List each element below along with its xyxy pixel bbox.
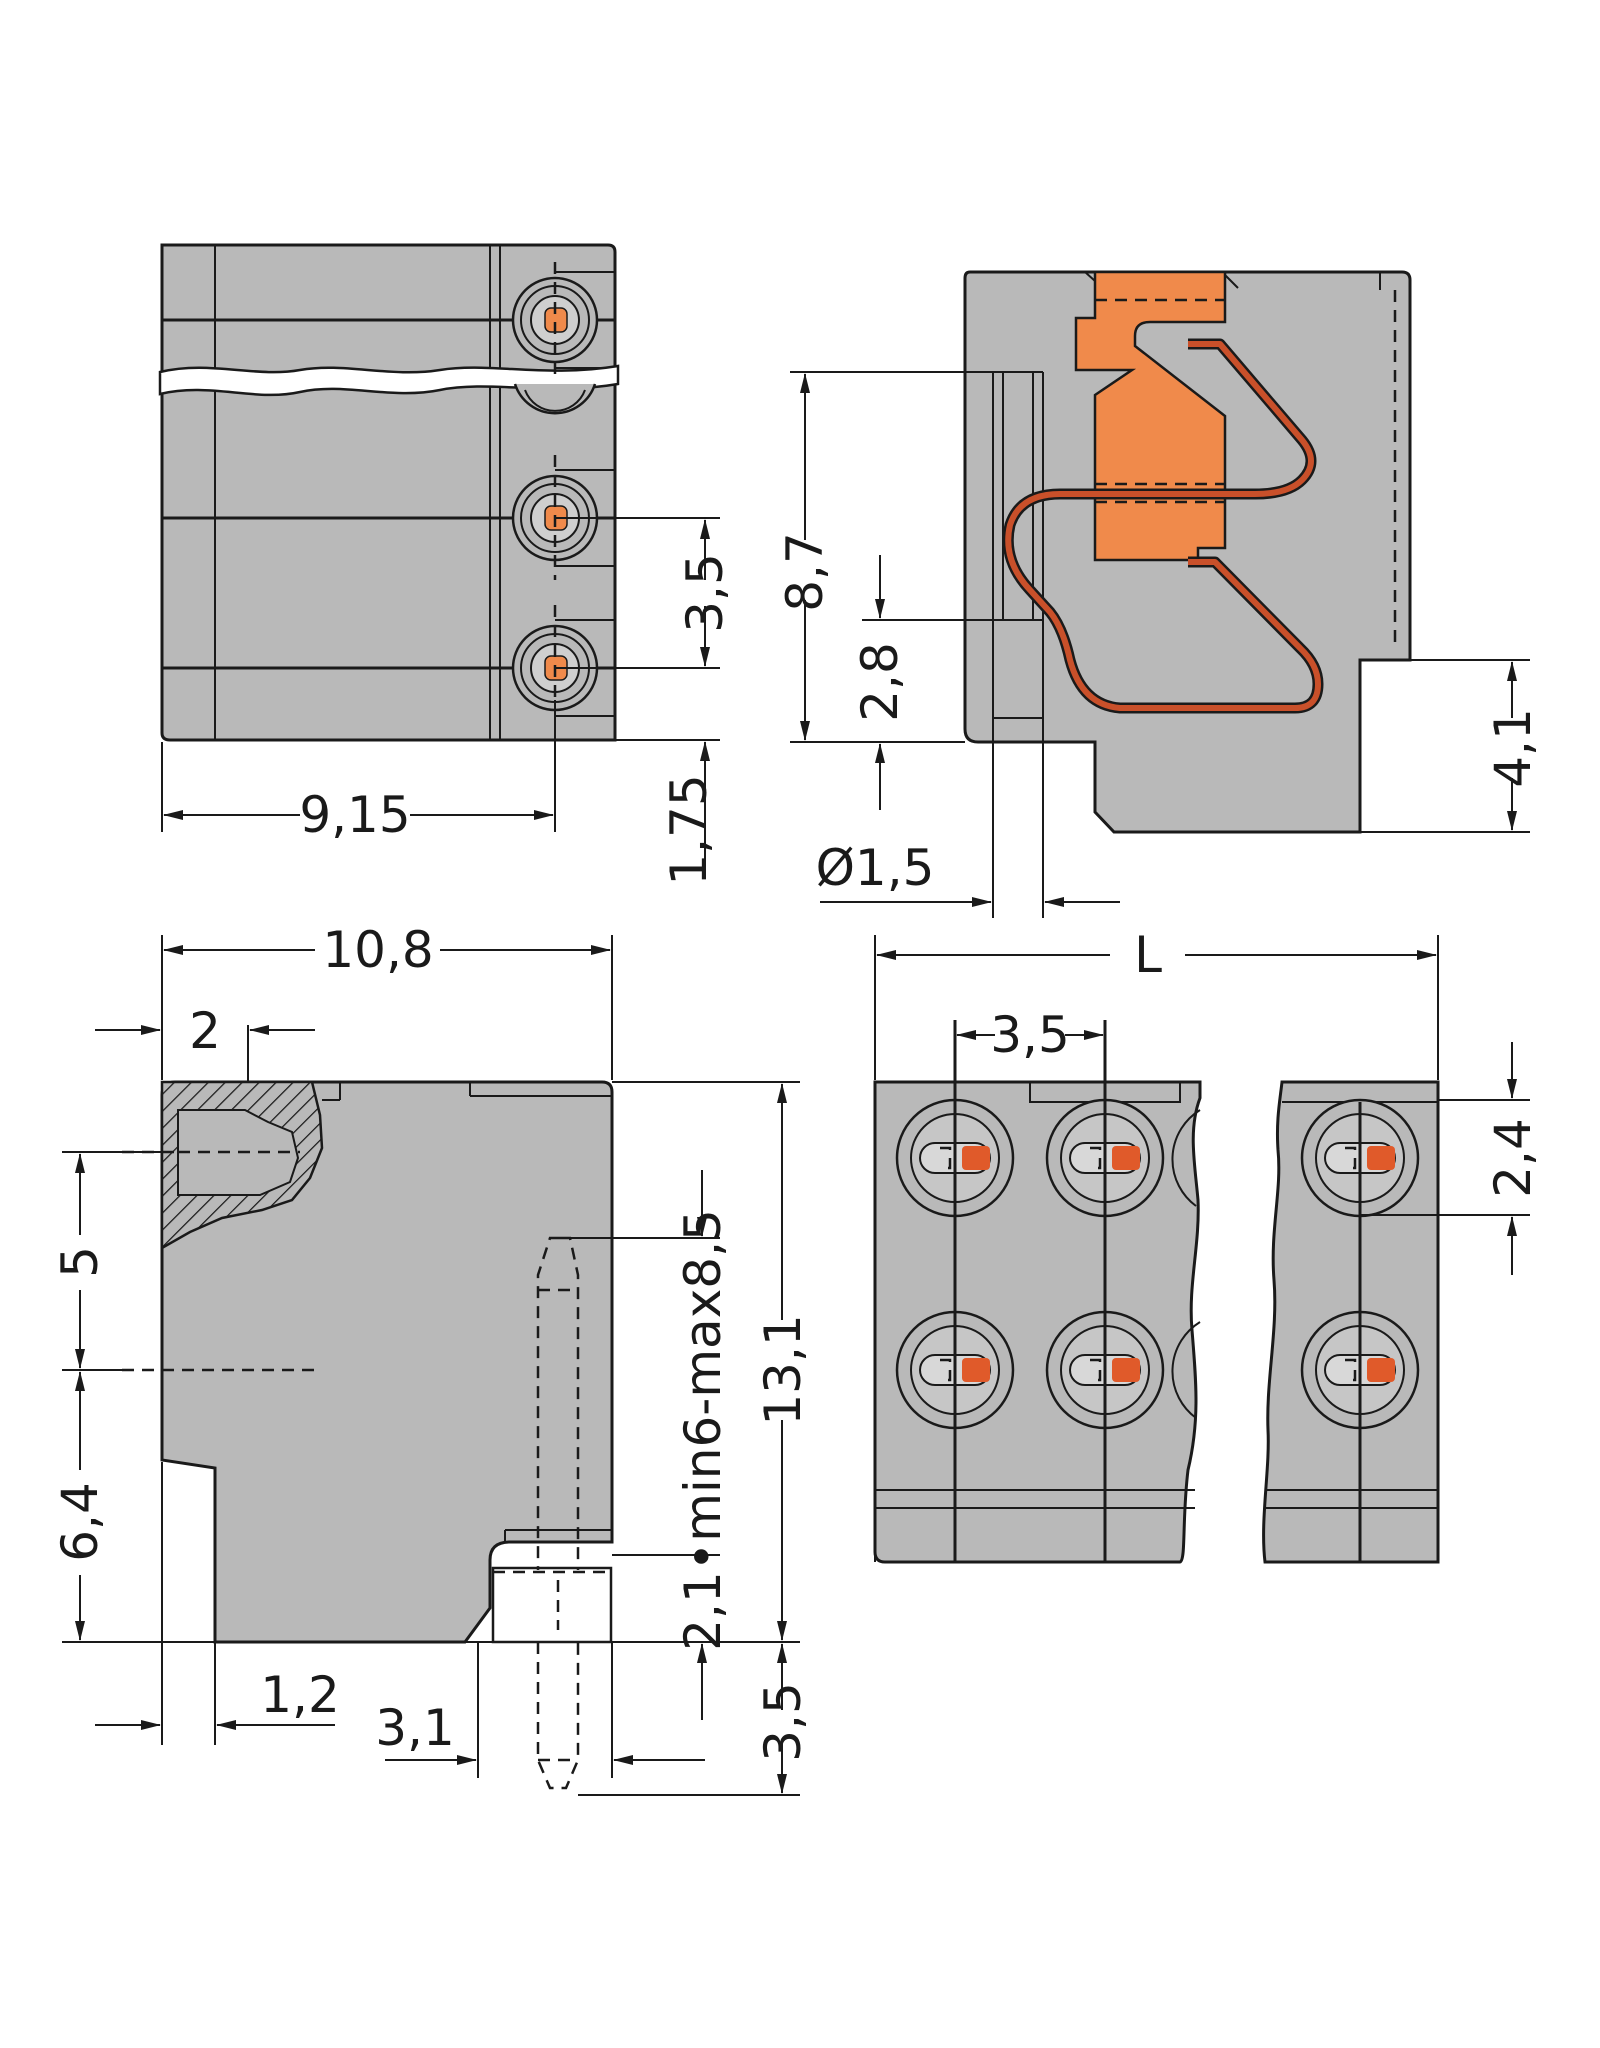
- dim-height-label: 8,7: [776, 532, 834, 612]
- dim-width-label: 9,15: [299, 786, 410, 844]
- dim-foot-label: 4,1: [1484, 708, 1542, 788]
- dim-2-label: 2: [189, 1002, 221, 1060]
- dim-pin-label: 2,8: [851, 642, 909, 722]
- clamping-body: [1074, 270, 1227, 562]
- terminal-opening: [511, 276, 599, 364]
- dim-L-label: L: [1134, 926, 1162, 984]
- dim-35-label: 3,5: [754, 1682, 812, 1762]
- pin-block: [491, 1566, 613, 1644]
- dim-12-label: 1,2: [260, 1666, 340, 1724]
- dim-24-label: 2,4: [1484, 1118, 1542, 1198]
- terminal-opening: [513, 383, 597, 415]
- break-band: [158, 364, 620, 397]
- dim-31-label: 3,1: [375, 1699, 455, 1757]
- dim-width-label: 10,8: [322, 921, 433, 979]
- dim-diameter-label: Ø1,5: [816, 839, 935, 897]
- dim-pin-range-label: 2,1•min6-max8,5: [674, 1209, 732, 1651]
- dim-pitch-label: 3,5: [990, 1006, 1070, 1064]
- view-top-broken: L 3,5 2,4: [873, 926, 1542, 1564]
- view-side-pin: 10,8 2 5 6,4 1,2 3,1 13,1: [51, 921, 812, 1796]
- dim-64-label: 6,4: [51, 1482, 109, 1562]
- dim-offset-label: 1,75: [660, 774, 718, 885]
- view-front-broken: 3,5 9,15 1,75: [158, 243, 734, 886]
- dim-5-label: 5: [51, 1246, 109, 1278]
- dim-131-label: 13,1: [754, 1314, 812, 1425]
- pin-bore: [992, 372, 1044, 742]
- view-side-section: 8,7 2,8 4,1 Ø1,5: [776, 270, 1542, 918]
- dim-pitch-label: 3,5: [676, 553, 734, 633]
